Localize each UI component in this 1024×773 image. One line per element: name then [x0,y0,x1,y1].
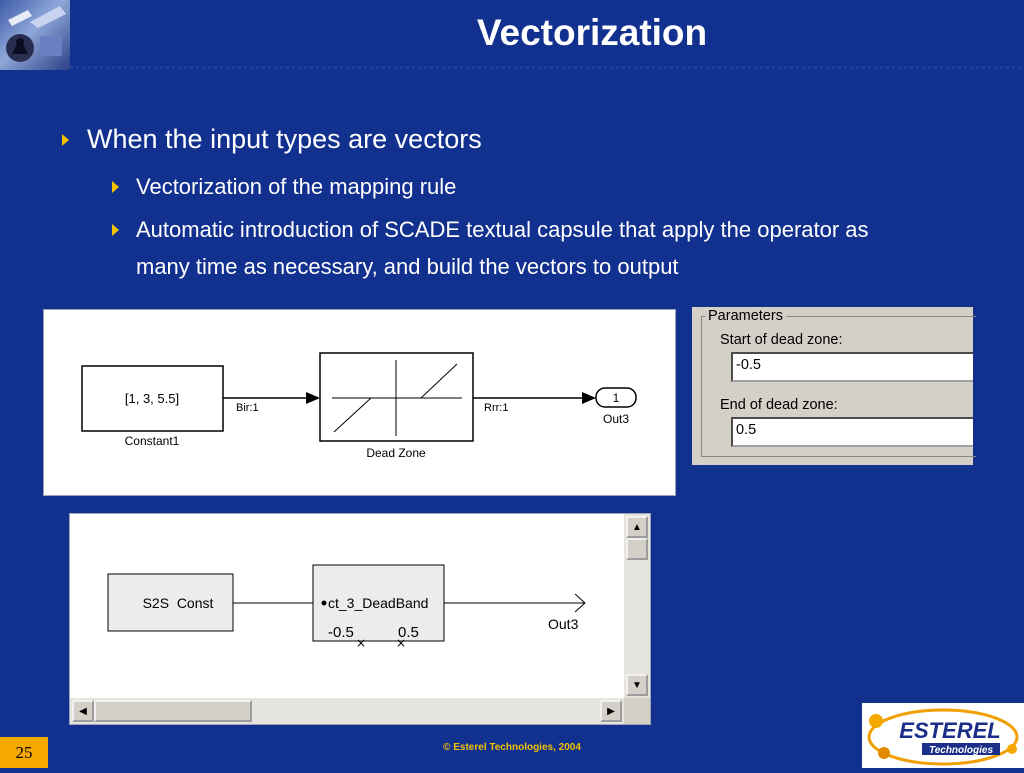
dead-zone-name: Dead Zone [366,446,426,460]
scroll-right-button[interactable]: ▶ [600,700,622,722]
scroll-down-button[interactable]: ▼ [626,674,648,696]
start-dead-zone-field[interactable]: -0.5 [731,352,973,382]
brand-name: ESTEREL [899,718,1000,743]
title-divider [70,66,1024,69]
outport-name: Out3 [603,412,629,426]
parameters-dialog: Parameters Start of dead zone: -0.5 End … [692,307,976,465]
signal-out-label: Rrr:1 [484,402,508,414]
bullet-arrow-icon [112,224,119,236]
scroll-up-button[interactable]: ▲ [626,516,648,538]
scrollbar-corner [624,698,650,724]
end-dead-zone-field[interactable]: 0.5 [731,417,973,447]
deadband-label: ct_3_DeadBand [328,595,428,611]
constant-block [81,365,224,432]
horizontal-scroll-thumb[interactable] [94,700,252,722]
constant-name: Constant1 [125,434,180,448]
param-high-marker-icon: × [396,636,406,650]
bullet-level2-item: Automatic introduction of SCADE textual … [112,211,869,285]
brand-tagline: Technologies [929,745,994,756]
scade-output-name: Out3 [548,616,579,632]
horizontal-scrollbar[interactable]: ◀ ▶ [70,698,624,724]
vertical-scrollbar[interactable]: ▲ ▼ [624,514,650,698]
scroll-left-button[interactable]: ◀ [72,700,94,722]
parameters-group-label: Parameters [705,308,786,324]
bullet-level2-text-continued: many time as necessary, and build the ve… [136,254,679,279]
param-low: -0.5 [328,624,354,641]
page-number: 25 [0,737,48,768]
copyright-footer: © Esterel Technologies, 2004 [443,742,581,753]
corner-logo [0,0,70,70]
s2s-const-label: S2S Const [143,595,214,611]
bullet-level2-item: Vectorization of the mapping rule [112,168,456,205]
scade-diagram: S2S Const ct_3_DeadBand -0.5 0.5 × × Out… [69,513,651,725]
bullet-level1-text: When the input types are vectors [87,124,482,154]
simulink-diagram: [1, 3, 5.5] Constant1 Bir:1 Dead Zone Rr… [43,309,676,496]
vertical-scroll-thumb[interactable] [626,538,648,560]
param-low-marker-icon: × [356,636,366,650]
constant-value: [1, 3, 5.5] [125,391,179,406]
bullet-arrow-icon [112,181,119,193]
slide-title: Vectorization [476,12,708,53]
start-dead-zone-label: Start of dead zone: [720,332,843,348]
param-high: 0.5 [398,624,419,641]
bullet-level1: When the input types are vectors [62,124,482,155]
signal-in-label: Bir:1 [236,402,259,414]
end-dead-zone-label: End of dead zone: [720,397,838,413]
parameters-group: Parameters [701,308,976,457]
bullet-arrow-icon [62,133,69,146]
deadband-block [312,564,445,642]
esterel-logo: ESTEREL Technologies [862,703,1024,768]
outport-number: 1 [613,391,620,405]
bullet-level2-text: Automatic introduction of SCADE textual … [136,217,869,242]
bullet-level2-text: Vectorization of the mapping rule [136,174,457,199]
outport-block [595,387,637,408]
